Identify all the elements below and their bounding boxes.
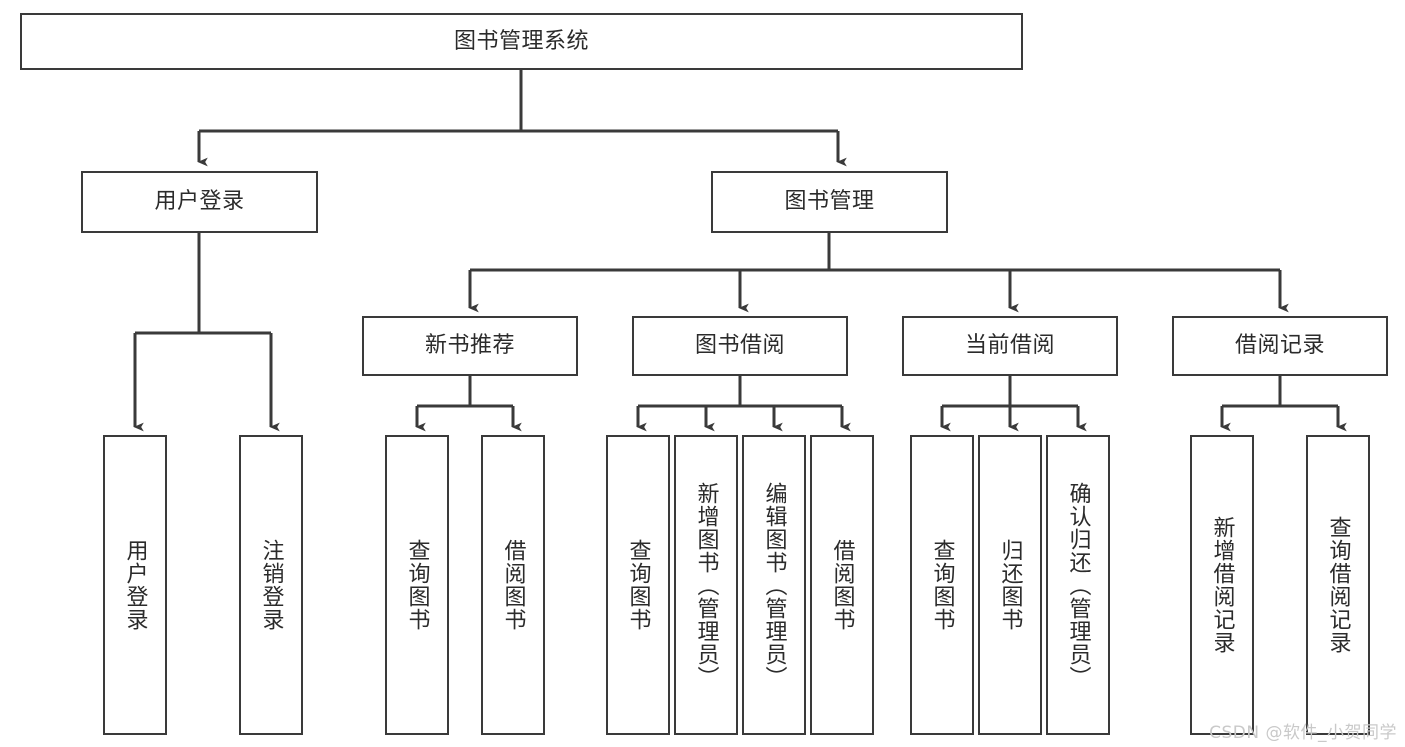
node-leaf-add-book-admin-label: 新增图书（管理员） xyxy=(693,481,719,689)
node-leaf-confirm-return-admin-label: 确认归还（管理员） xyxy=(1065,481,1091,689)
node-book-borrow-label: 图书借阅 xyxy=(694,333,785,359)
leaf-inner: 用户登录 xyxy=(105,437,165,733)
csdn-watermark: CSDN @软件_小贺同学 xyxy=(1209,723,1397,743)
node-leaf-user-login[interactable]: 用户登录 xyxy=(103,435,167,735)
node-leaf-query-borrow-record[interactable]: 查询借阅记录 xyxy=(1306,435,1370,735)
leaf-inner: 编辑图书（管理员） xyxy=(744,437,804,733)
node-leaf-borrow-book-2[interactable]: 借阅图书 xyxy=(810,435,874,735)
node-leaf-query-book-3[interactable]: 查询图书 xyxy=(910,435,974,735)
node-root[interactable]: 图书管理系统 xyxy=(20,13,1023,70)
node-leaf-edit-book-admin-label: 编辑图书（管理员） xyxy=(761,481,787,689)
node-book-borrow[interactable]: 图书借阅 xyxy=(632,316,848,376)
node-leaf-logout[interactable]: 注销登录 xyxy=(239,435,303,735)
node-leaf-add-borrow-record[interactable]: 新增借阅记录 xyxy=(1190,435,1254,735)
node-book-management[interactable]: 图书管理 xyxy=(711,171,948,233)
leaf-inner: 新增借阅记录 xyxy=(1192,437,1252,733)
leaf-inner: 借阅图书 xyxy=(483,437,543,733)
node-leaf-query-borrow-record-label: 查询借阅记录 xyxy=(1325,516,1351,654)
leaf-inner: 确认归还（管理员） xyxy=(1048,437,1108,733)
leaf-inner: 查询图书 xyxy=(387,437,447,733)
node-leaf-borrow-book-2-label: 借阅图书 xyxy=(829,539,855,631)
node-leaf-query-book-3-label: 查询图书 xyxy=(929,539,955,631)
node-leaf-return-book[interactable]: 归还图书 xyxy=(978,435,1042,735)
node-leaf-edit-book-admin[interactable]: 编辑图书（管理员） xyxy=(742,435,806,735)
node-leaf-query-book-2-label: 查询图书 xyxy=(625,539,651,631)
node-leaf-add-borrow-record-label: 新增借阅记录 xyxy=(1209,516,1235,654)
node-leaf-query-book-2[interactable]: 查询图书 xyxy=(606,435,670,735)
node-current-borrow-label: 当前借阅 xyxy=(964,333,1055,359)
leaf-inner: 借阅图书 xyxy=(812,437,872,733)
node-borrow-records-label: 借阅记录 xyxy=(1234,333,1325,359)
node-leaf-query-book-1[interactable]: 查询图书 xyxy=(385,435,449,735)
leaf-inner: 归还图书 xyxy=(980,437,1040,733)
node-leaf-confirm-return-admin[interactable]: 确认归还（管理员） xyxy=(1046,435,1110,735)
node-new-book-recommend[interactable]: 新书推荐 xyxy=(362,316,578,376)
node-leaf-borrow-book-1[interactable]: 借阅图书 xyxy=(481,435,545,735)
node-leaf-return-book-label: 归还图书 xyxy=(997,539,1023,631)
node-leaf-query-book-1-label: 查询图书 xyxy=(404,539,430,631)
node-current-borrow[interactable]: 当前借阅 xyxy=(902,316,1118,376)
node-leaf-user-login-label: 用户登录 xyxy=(122,539,148,631)
node-new-book-recommend-label: 新书推荐 xyxy=(424,333,515,359)
leaf-inner: 注销登录 xyxy=(241,437,301,733)
leaf-inner: 查询图书 xyxy=(912,437,972,733)
node-root-label: 图书管理系统 xyxy=(453,28,589,54)
leaf-inner: 查询图书 xyxy=(608,437,668,733)
leaf-inner: 查询借阅记录 xyxy=(1308,437,1368,733)
node-leaf-borrow-book-1-label: 借阅图书 xyxy=(500,539,526,631)
leaf-inner: 新增图书（管理员） xyxy=(676,437,736,733)
node-user-login[interactable]: 用户登录 xyxy=(81,171,318,233)
node-user-login-label: 用户登录 xyxy=(154,189,245,215)
node-leaf-add-book-admin[interactable]: 新增图书（管理员） xyxy=(674,435,738,735)
node-book-management-label: 图书管理 xyxy=(784,189,875,215)
node-borrow-records[interactable]: 借阅记录 xyxy=(1172,316,1388,376)
node-leaf-logout-label: 注销登录 xyxy=(258,539,284,631)
